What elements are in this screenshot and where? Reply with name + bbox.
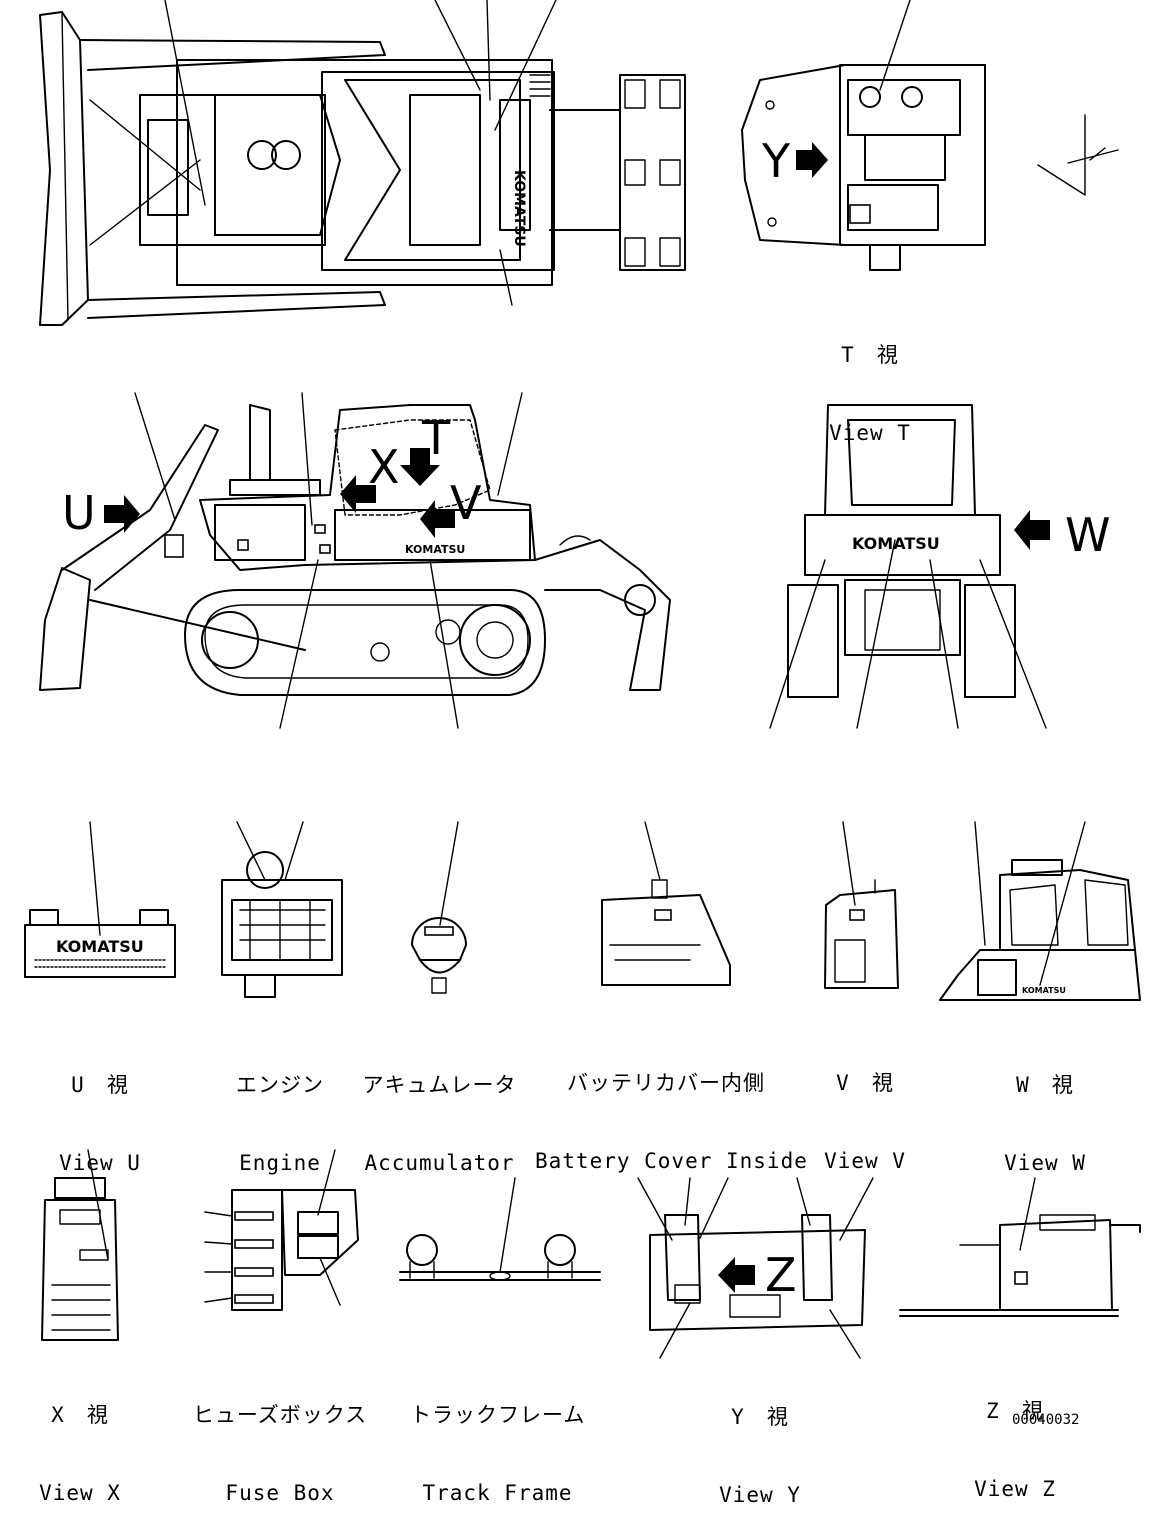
u-view-brand: KOMATSU [56, 937, 144, 956]
view-y-drawing [637, 1177, 874, 1359]
caption-en: Engine [239, 1151, 321, 1175]
caption-jp: Z 視 [986, 1399, 1044, 1423]
caption-battery-cover: バッテリカバー内側 Battery Cover Inside [535, 1018, 808, 1200]
view-w-detail-drawing: KOMATSU [939, 821, 1141, 1001]
caption-en: Battery Cover Inside [535, 1149, 808, 1173]
t-arrow-icon [400, 448, 440, 486]
caption-jp: Y 視 [731, 1405, 789, 1429]
marker-v: V [450, 476, 482, 530]
caption-en: View Z [974, 1477, 1056, 1501]
y-arrow-icon [796, 142, 828, 178]
caption-jp: トラックフレーム [410, 1403, 586, 1427]
caption-accumulator: アキュムレータ Accumulator [362, 1020, 517, 1202]
caption-en: View U [59, 1151, 141, 1175]
accumulator-drawing [411, 821, 467, 994]
u-arrow-icon [104, 495, 140, 533]
caption-fuse-box: ヒューズボックス Fuse Box [190, 1350, 370, 1532]
w-detail-brand: KOMATSU [1022, 986, 1066, 995]
view-v-drawing [824, 821, 899, 989]
marker-t: T [422, 411, 451, 465]
caption-jp: T 視 [841, 343, 899, 367]
engine-drawing [221, 821, 343, 998]
caption-en: View T [829, 421, 911, 445]
marker-w: W [1065, 508, 1111, 562]
top-view-brand: KOMATSU [511, 170, 527, 247]
caption-jp: ヒューズボックス [192, 1403, 368, 1427]
battery-cover-drawing [601, 821, 731, 986]
caption-en: View V [824, 1149, 906, 1173]
caption-view-y: Y 視 View Y [700, 1352, 820, 1534]
caption-jp: アキュムレータ [362, 1073, 517, 1097]
view-z-drawing [899, 1177, 1141, 1317]
drawing-canvas: KOMATSU [24, 0, 1141, 1359]
side-brand: KOMATSU [405, 543, 465, 556]
caption-engine: エンジン Engine [220, 1020, 340, 1202]
side-view: KOMATSU [39, 392, 671, 729]
caption-jp: U 視 [71, 1073, 129, 1097]
caption-en: Fuse Box [225, 1481, 335, 1505]
w-view-brand: KOMATSU [852, 534, 940, 553]
caption-jp: バッテリカバー内側 [567, 1071, 765, 1095]
view-x-drawing [41, 1149, 119, 1341]
z-arrow-icon [718, 1257, 755, 1293]
document-id: 00040032 [1012, 1412, 1080, 1428]
view-u-drawing: KOMATSU [24, 821, 176, 978]
marker-z: Z [765, 1248, 797, 1302]
caption-view-u: U 視 View U [40, 1020, 160, 1202]
caption-en: Accumulator [364, 1151, 515, 1175]
fuse-box-drawing [204, 1149, 359, 1311]
view-t-drawing [741, 0, 1119, 271]
caption-view-v: V 視 View V [805, 1018, 925, 1200]
marker-u: U [62, 486, 96, 540]
caption-view-z: Z 視 View Z [955, 1346, 1075, 1528]
v-arrow-icon [420, 500, 455, 538]
caption-view-t: T 視 View T [810, 290, 930, 472]
caption-en: Track Frame [422, 1481, 573, 1505]
caption-view-x: X 視 View X [20, 1350, 140, 1532]
top-view: KOMATSU [39, 0, 686, 326]
caption-en: View W [1004, 1151, 1086, 1175]
caption-jp: W 視 [1016, 1073, 1074, 1097]
caption-jp: V 視 [836, 1071, 894, 1095]
x-arrow-icon [340, 475, 376, 513]
caption-en: View Y [719, 1483, 801, 1507]
caption-jp: X 視 [51, 1403, 109, 1427]
caption-en: View X [39, 1481, 121, 1505]
caption-track-frame: トラックフレーム Track Frame [410, 1350, 585, 1532]
view-w-drawing: KOMATSU [769, 404, 1050, 729]
track-frame-drawing [399, 1177, 601, 1281]
marker-y: Y [762, 134, 791, 188]
w-arrow-icon [1014, 510, 1050, 550]
marker-x: X [368, 440, 400, 494]
caption-view-w: W 視 View W [985, 1020, 1105, 1202]
caption-jp: エンジン [236, 1073, 324, 1097]
